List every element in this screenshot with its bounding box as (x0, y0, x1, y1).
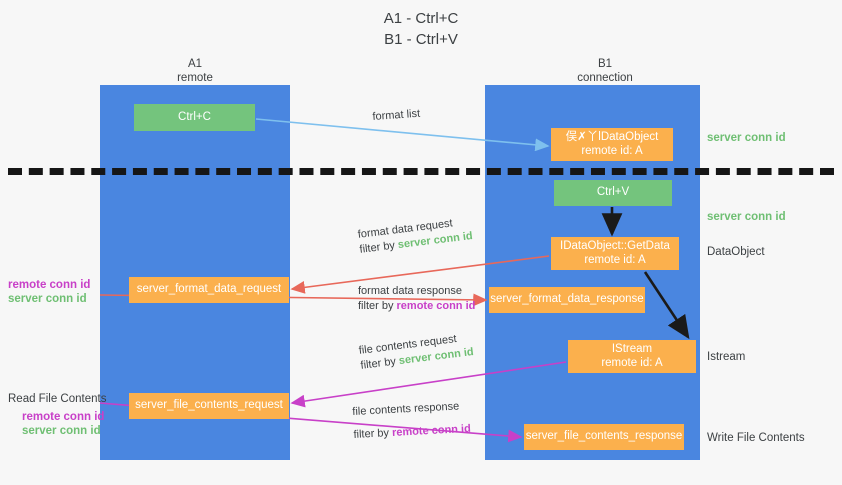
box-server-format-data-request[interactable]: server_format_data_request (129, 277, 289, 303)
annotation-read-file-contents: Read File Contents (8, 393, 107, 405)
box-sfcreq-label: server_file_contents_request (135, 399, 283, 412)
label-format-data-request: format data request filter by server con… (357, 214, 474, 258)
box-sfcresp-label: server_file_contents_response (525, 430, 683, 443)
annotation-write-file-contents: Write File Contents (707, 432, 805, 444)
box-ctrl-c[interactable]: Ctrl+C (134, 104, 255, 131)
label-fdresp-text: format data response (358, 285, 462, 297)
box-idataobject-getdata[interactable]: IDataObject::GetData remote id: A (551, 237, 679, 270)
phase-divider (8, 168, 834, 175)
box-ctrl-v[interactable]: Ctrl+V (554, 180, 672, 206)
annotation-dataobject: DataObject (707, 246, 765, 258)
page-title: A1 - Ctrl+C B1 - Ctrl+V (0, 8, 842, 50)
lane-a1-name: A1 (187, 58, 203, 70)
box-getdata-line2: remote id: A (584, 253, 646, 266)
box-istream-line1: IStream (611, 343, 653, 355)
box-sfdreq-label: server_format_data_request (136, 283, 282, 296)
annotation-remote-conn-id-1: remote conn id (8, 279, 91, 291)
annotation-server-conn-id-top: server conn id (707, 132, 786, 144)
label-format-data-response: format data response filter by remote co… (358, 284, 475, 314)
box-istream-line2: remote id: A (601, 356, 663, 369)
lane-header-b1: B1 connection (540, 57, 670, 85)
label-fcresp-conn: remote conn id (391, 422, 472, 439)
box-server-format-data-response[interactable]: server_format_data_response (489, 287, 645, 313)
box-idataobject-line1: 俣✗丫lDataObject (565, 131, 659, 143)
annotation-server-conn-id-mid: server conn id (707, 211, 786, 223)
box-idataobject[interactable]: 俣✗丫lDataObject remote id: A (551, 128, 673, 161)
lane-b1-sublabel: connection (577, 72, 633, 84)
label-fdresp-filter: filter by (358, 300, 397, 312)
label-format-list-text: format list (372, 107, 421, 123)
lane-header-a1: A1 remote (130, 57, 260, 85)
annotation-conn-ids-upper: remote conn id server conn id (8, 278, 90, 306)
box-ctrl-c-label: Ctrl+C (178, 110, 211, 123)
box-server-file-contents-request[interactable]: server_file_contents_request (129, 393, 289, 419)
box-istream[interactable]: IStream remote id: A (568, 340, 696, 373)
title-line-2: B1 - Ctrl+V (384, 31, 458, 48)
annotation-server-conn-id-2: server conn id (22, 425, 101, 437)
annotation-remote-conn-id-2: remote conn id (22, 411, 105, 423)
box-sfdresp-label: server_format_data_response (490, 293, 644, 306)
label-fdreq-filter: filter by (358, 239, 399, 256)
label-file-contents-request: file contents request filter by server c… (358, 330, 475, 374)
box-idataobject-line2: remote id: A (581, 144, 643, 157)
box-ctrl-v-label: Ctrl+V (596, 186, 630, 199)
lane-a1-sublabel: remote (177, 72, 213, 84)
annotation-read-file-contents-group: Read File Contents remote conn id server… (8, 392, 106, 438)
label-file-contents-response: file contents response filter by remote … (352, 399, 471, 443)
annotation-server-conn-id-1: server conn id (8, 293, 87, 305)
lane-b1-name: B1 (597, 58, 613, 70)
label-fcresp-text: file contents response (352, 400, 460, 418)
box-server-file-contents-response[interactable]: server_file_contents_response (524, 424, 684, 450)
label-fdresp-conn: remote conn id (396, 300, 476, 312)
label-fcreq-filter: filter by (359, 355, 400, 372)
label-format-list: format list (372, 107, 421, 125)
annotation-istream: Istream (707, 351, 746, 363)
label-fcresp-filter: filter by (353, 426, 393, 441)
title-line-1: A1 - Ctrl+C (383, 10, 459, 27)
box-getdata-line1: IDataObject::GetData (560, 240, 670, 252)
